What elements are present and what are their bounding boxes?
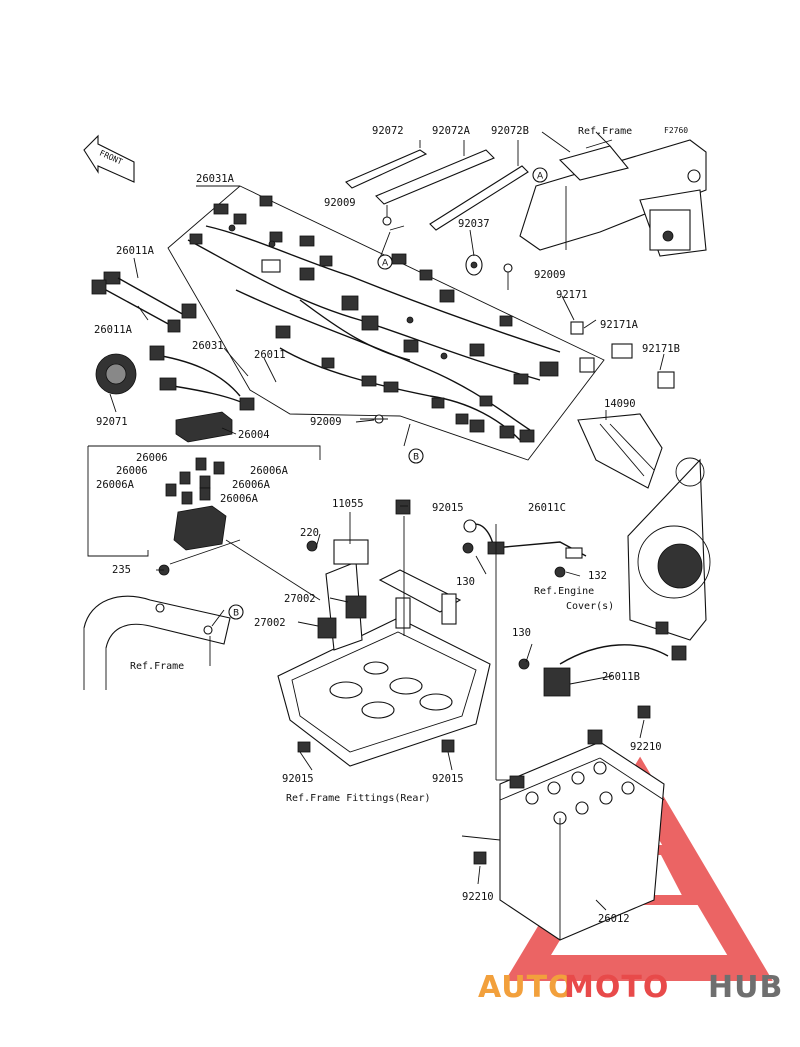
- ref-frame-top: Ref.Frame: [578, 126, 632, 137]
- label-92009-mid: 92009: [310, 416, 342, 428]
- label-130-b: 130: [512, 627, 531, 639]
- label-26011C: 26011C: [528, 502, 566, 514]
- label-92171A: 92171A: [600, 319, 639, 331]
- callout-B-mid: B: [408, 448, 424, 464]
- watermark-auto: AUTO: [478, 970, 575, 1005]
- grommet-92071: [95, 353, 137, 395]
- watermark-hub: HUB: [708, 970, 783, 1005]
- cable-26011B: [543, 621, 687, 697]
- sub-harness-26031: [149, 345, 255, 411]
- label-26006-a: 26006: [136, 452, 168, 464]
- ref-frame-left: Ref.Frame: [130, 661, 184, 672]
- small-fasteners: [158, 499, 651, 865]
- sub-harness-26011A: [91, 271, 197, 333]
- svg-text:A: A: [537, 172, 544, 182]
- watermark-moto: MOTO: [564, 970, 669, 1005]
- svg-text:B: B: [413, 453, 419, 463]
- cable-ties: [345, 140, 529, 231]
- label-26011: 26011: [254, 349, 286, 361]
- label-92210-a: 92210: [630, 741, 662, 753]
- callout-B-left: B: [228, 604, 244, 620]
- label-92015-top: 92015: [432, 502, 464, 514]
- relay-box-26004: [175, 411, 233, 443]
- label-26011B: 26011B: [602, 671, 640, 683]
- label-235: 235: [112, 564, 131, 576]
- label-26006-b: 26006: [116, 465, 148, 477]
- fuse-group: [87, 445, 321, 601]
- label-92072: 92072: [372, 125, 404, 137]
- figure-code: F2760: [664, 126, 688, 135]
- label-26006A-c: 26006A: [232, 479, 271, 491]
- label-26011A-bottom: 26011A: [94, 324, 133, 336]
- label-26006A-b: 26006A: [96, 479, 135, 491]
- label-26006A-d: 26006A: [220, 493, 259, 505]
- front-arrow: FRONT: [83, 134, 135, 183]
- ref-engine-line1: Ref.Engine: [534, 586, 594, 597]
- leader-lines: [109, 131, 665, 911]
- label-92072B: 92072B: [491, 125, 529, 137]
- svg-text:A: A: [382, 259, 389, 269]
- label-26011A-top: 26011A: [116, 245, 155, 257]
- cable-26011C: [463, 519, 587, 559]
- part-labels: 92072 92072A 92072B 26031A 92009 92037 2…: [94, 125, 680, 925]
- label-92072A: 92072A: [432, 125, 471, 137]
- cover-14090: [577, 413, 663, 489]
- harness-fasteners: [360, 205, 675, 424]
- label-11055: 11055: [332, 498, 364, 510]
- engine-cover: [627, 457, 711, 641]
- label-132: 132: [588, 570, 607, 582]
- ref-engine-line2: Cover(s): [566, 601, 614, 612]
- label-92015-bottom-left: 92015: [282, 773, 314, 785]
- main-wiring-harness: [167, 185, 605, 461]
- svg-text:B: B: [233, 609, 239, 619]
- callout-A-right: A: [532, 167, 548, 183]
- label-92009-top: 92009: [324, 197, 356, 209]
- label-92171B: 92171B: [642, 343, 680, 355]
- label-92009-right: 92009: [534, 269, 566, 281]
- battery-26012: [499, 729, 665, 941]
- frame-top-right: [519, 139, 707, 257]
- frame-left-rail: [83, 595, 231, 690]
- label-92210-b: 92210: [462, 891, 494, 903]
- fuse-holders-27002: [317, 595, 367, 639]
- label-26006A-a: 26006A: [250, 465, 289, 477]
- ref-frame-fittings: Ref.Frame Fittings(Rear): [286, 793, 431, 804]
- reference-labels: Ref.Frame Ref.Engine Cover(s) Ref.Frame …: [130, 126, 632, 804]
- label-14090: 14090: [604, 398, 636, 410]
- label-26031A: 26031A: [196, 173, 235, 185]
- label-92171: 92171: [556, 289, 588, 301]
- label-92015-bottom-right: 92015: [432, 773, 464, 785]
- label-26031: 26031: [192, 340, 224, 352]
- label-220: 220: [300, 527, 319, 539]
- label-27002-a: 27002: [284, 593, 316, 605]
- label-130-a: 130: [456, 576, 475, 588]
- label-26004: 26004: [238, 429, 270, 441]
- label-26012: 26012: [598, 913, 630, 925]
- label-27002-b: 27002: [254, 617, 286, 629]
- label-92071: 92071: [96, 416, 128, 428]
- callout-A-top: A: [377, 254, 393, 270]
- label-92037: 92037: [458, 218, 490, 230]
